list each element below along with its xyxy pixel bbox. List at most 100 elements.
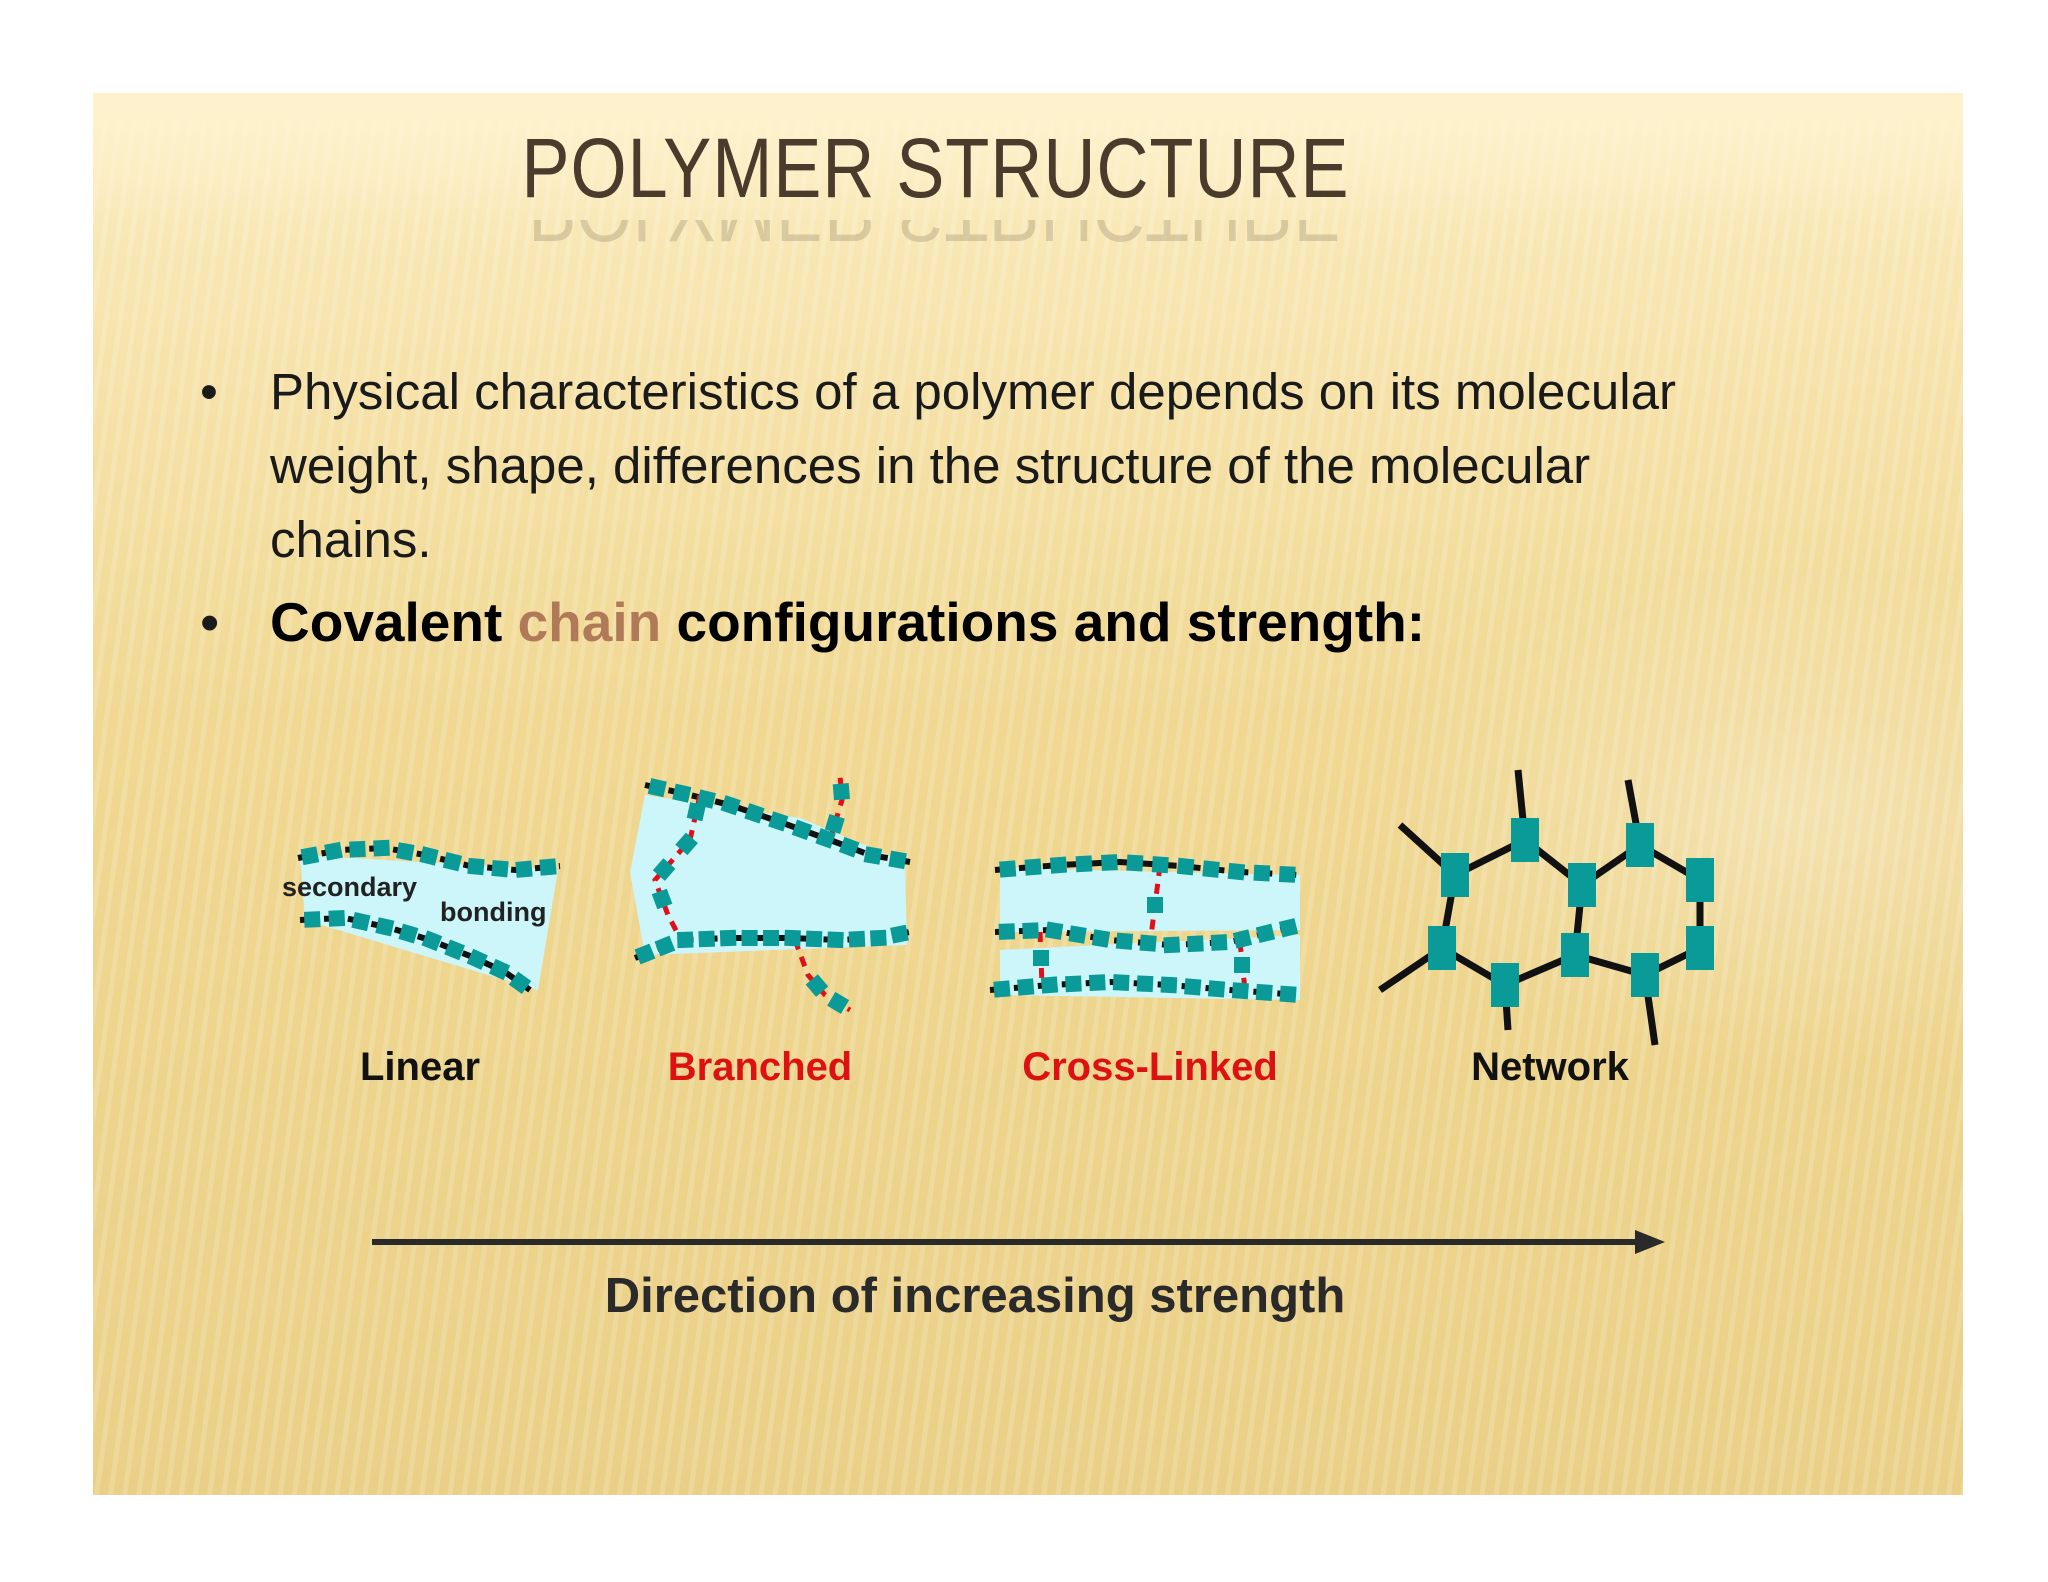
monomer-unit — [768, 811, 789, 832]
monomer-unit — [1184, 978, 1202, 996]
monomer-unit — [1210, 934, 1228, 951]
monomer-unit — [515, 860, 533, 878]
monomer-unit — [784, 929, 801, 947]
linear-secondary-bonding-region — [300, 855, 558, 990]
monomer-unit — [1147, 897, 1163, 913]
bullet-accent-chain: chain — [517, 591, 662, 653]
monomer-unit — [815, 828, 836, 849]
monomer-unit — [1202, 860, 1220, 878]
monomer-unit — [1075, 855, 1093, 873]
monomer-unit — [1227, 862, 1246, 881]
slide-top-fade — [93, 93, 1963, 223]
monomer-unit — [1033, 950, 1049, 966]
monomer-unit — [741, 930, 758, 946]
monomer-unit — [1231, 982, 1249, 1000]
monomer-unit — [1232, 929, 1253, 949]
monomer-unit — [303, 911, 321, 928]
monomer-unit — [652, 858, 676, 881]
monomer-unit — [300, 846, 320, 866]
crosslinked-chain-1 — [994, 858, 1301, 878]
monomer-unit — [1022, 922, 1039, 939]
bullet-text: Physical characteristics of a polymer de… — [270, 363, 1676, 568]
monomer-unit — [467, 857, 485, 876]
slide-title: POLYMER STRUCTURE — [520, 121, 1350, 215]
monomer-unit — [1126, 854, 1144, 872]
monomer-unit — [1234, 957, 1250, 973]
bullet-physical-characteristics: • Physical characteristics of a polymer … — [200, 355, 1750, 577]
monomer-unit — [1278, 865, 1296, 883]
monomer-unit — [396, 842, 415, 861]
monomer-unit — [791, 819, 813, 841]
linear-polymer-figure — [297, 839, 561, 995]
monomer-unit — [805, 930, 823, 948]
crosslinked-polymer-figure — [989, 854, 1301, 1003]
monomer-unit — [1279, 985, 1297, 1003]
monomer-unit — [675, 832, 698, 856]
monomer-unit — [1115, 932, 1134, 950]
label-network: Network — [1471, 1045, 1629, 1089]
monomer-unit — [863, 846, 883, 865]
monomer-unit — [698, 930, 715, 948]
branched-secondary-bonding-region — [630, 795, 907, 955]
monomer-unit — [1017, 978, 1035, 996]
monomer-unit — [1044, 921, 1064, 940]
monomer-unit — [1139, 934, 1157, 952]
label-linear: Linear — [359, 1045, 481, 1089]
monomer-unit — [1091, 929, 1111, 948]
monomer-unit — [848, 930, 866, 948]
monomer-unit — [719, 929, 737, 947]
monomer-unit — [1491, 963, 1519, 1007]
monomer-unit — [832, 783, 850, 801]
monomer-unit — [1511, 818, 1539, 862]
monomer-unit — [1160, 976, 1178, 994]
monomer-unit — [1255, 923, 1276, 944]
monomer-unit — [324, 841, 343, 861]
monomer-unit — [1065, 975, 1082, 993]
monomer-unit — [1068, 925, 1087, 944]
monomer-unit — [1253, 864, 1271, 882]
monomer-unit — [1631, 953, 1659, 997]
monomer-unit — [827, 991, 850, 1014]
network-polymer-figure — [1378, 769, 1714, 1046]
monomer-unit — [1151, 856, 1169, 874]
monomer-unit — [805, 974, 829, 997]
monomer-unit — [351, 911, 371, 932]
label-cross-linked: Cross-Linked — [1022, 1045, 1278, 1089]
bullet-dot: • — [200, 591, 220, 653]
monomer-unit — [869, 929, 887, 947]
monomer-unit — [1176, 857, 1195, 876]
branched-monomers — [634, 778, 909, 1014]
monomer-unit — [328, 910, 346, 927]
monomer-unit — [1441, 853, 1469, 897]
network-monomers — [1428, 818, 1714, 1007]
monomer-unit — [824, 814, 845, 834]
strength-arrow — [372, 1230, 1665, 1254]
monomer-unit — [491, 859, 509, 878]
monomer-unit — [1088, 974, 1106, 992]
linear-annotation-secondary: secondary — [282, 872, 418, 902]
monomer-unit — [398, 923, 419, 944]
branch-1 — [652, 794, 703, 940]
monomer-unit — [1024, 858, 1042, 876]
label-branched: Branched — [667, 1045, 853, 1089]
monomer-unit — [444, 939, 466, 961]
monomer-unit — [838, 836, 860, 858]
monomer-unit — [654, 935, 676, 957]
monomer-unit — [442, 852, 463, 872]
monomer-unit — [375, 917, 395, 937]
monomer-unit — [421, 930, 443, 952]
bullet-dot: • — [200, 363, 218, 420]
monomer-unit — [419, 846, 439, 866]
monomer-unit — [1686, 858, 1714, 902]
monomer-unit — [1561, 933, 1589, 977]
monomer-unit — [1136, 975, 1154, 993]
monomer-unit — [539, 858, 557, 876]
monomer-unit — [998, 923, 1016, 940]
monomer-unit — [1686, 926, 1714, 970]
monomer-unit — [1207, 980, 1226, 998]
branch-2 — [827, 774, 845, 841]
monomer-unit — [1112, 974, 1130, 991]
monomer-unit — [1163, 936, 1181, 954]
bullet-covalent-chain: • Covalent chain configurations and stre… — [200, 585, 1750, 659]
